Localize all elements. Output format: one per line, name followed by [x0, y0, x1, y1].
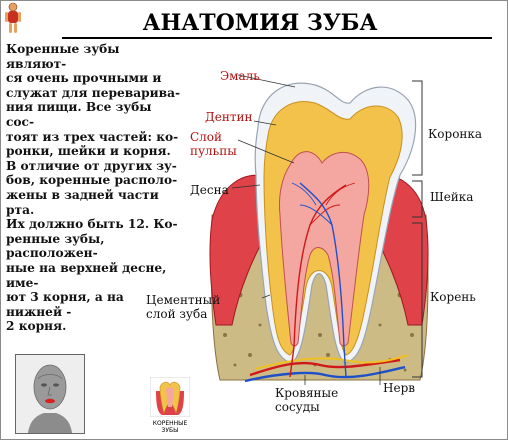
head-model-icon	[16, 355, 84, 433]
molar-thumbnail[interactable]	[149, 376, 191, 418]
label-root: Корень	[430, 290, 476, 304]
label-crown: Коронка	[428, 127, 483, 141]
label-gum: Десна	[190, 183, 229, 197]
tooth-diagram	[209, 74, 429, 385]
label-vessels: Кровяные сосуды	[275, 386, 339, 414]
page-title: АНАТОМИЯ ЗУБА	[142, 10, 378, 36]
description-text: Коренные зубы являют- ся очень прочными …	[6, 42, 181, 334]
pulp	[279, 151, 370, 347]
thumbnail-caption: КОРЕННЫЕ ЗУБЫ	[152, 420, 188, 434]
anatomy-figure-icon[interactable]	[2, 2, 24, 34]
title-underline	[62, 37, 492, 39]
label-neck: Шейка	[430, 190, 474, 204]
head-model-panel[interactable]	[15, 354, 85, 434]
label-pulp: Слой пульпы	[190, 130, 237, 158]
molar-thumbnail-icon	[149, 376, 191, 418]
label-enamel: Эмаль	[220, 69, 260, 83]
label-nerve: Нерв	[383, 381, 416, 395]
label-dentin: Дентин	[205, 110, 253, 124]
label-cement: Цементный слой зуба	[146, 293, 221, 321]
gum	[209, 174, 269, 326]
